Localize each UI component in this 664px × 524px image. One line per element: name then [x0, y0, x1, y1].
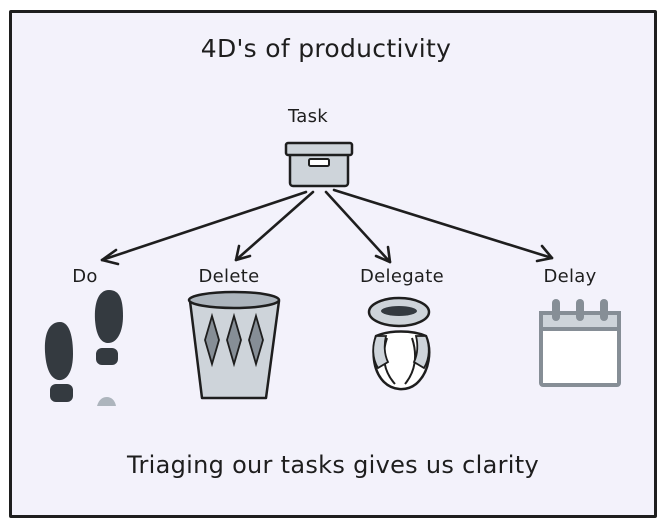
arrow-to-delegate — [324, 190, 392, 264]
root-node-label: Task — [287, 106, 329, 127]
diagram-title: 4D's of productivity — [200, 34, 452, 63]
footprints-icon — [44, 290, 123, 406]
arrow-to-delete — [234, 190, 315, 262]
arrows — [100, 188, 554, 266]
branch-label-delegate: Delegate — [360, 266, 444, 287]
arrow-to-delay — [332, 188, 554, 263]
branch-label-delay: Delay — [543, 266, 597, 287]
trash-can-icon — [187, 290, 281, 400]
hand-off-icon — [367, 296, 431, 391]
arrow-to-do — [100, 190, 308, 266]
calendar-icon — [539, 299, 621, 387]
footer-caption: Triaging our tasks gives us clarity — [127, 451, 539, 479]
branch-label-delete: Delete — [198, 266, 260, 287]
box-icon — [284, 141, 354, 188]
branch-label-do: Do — [72, 266, 98, 287]
